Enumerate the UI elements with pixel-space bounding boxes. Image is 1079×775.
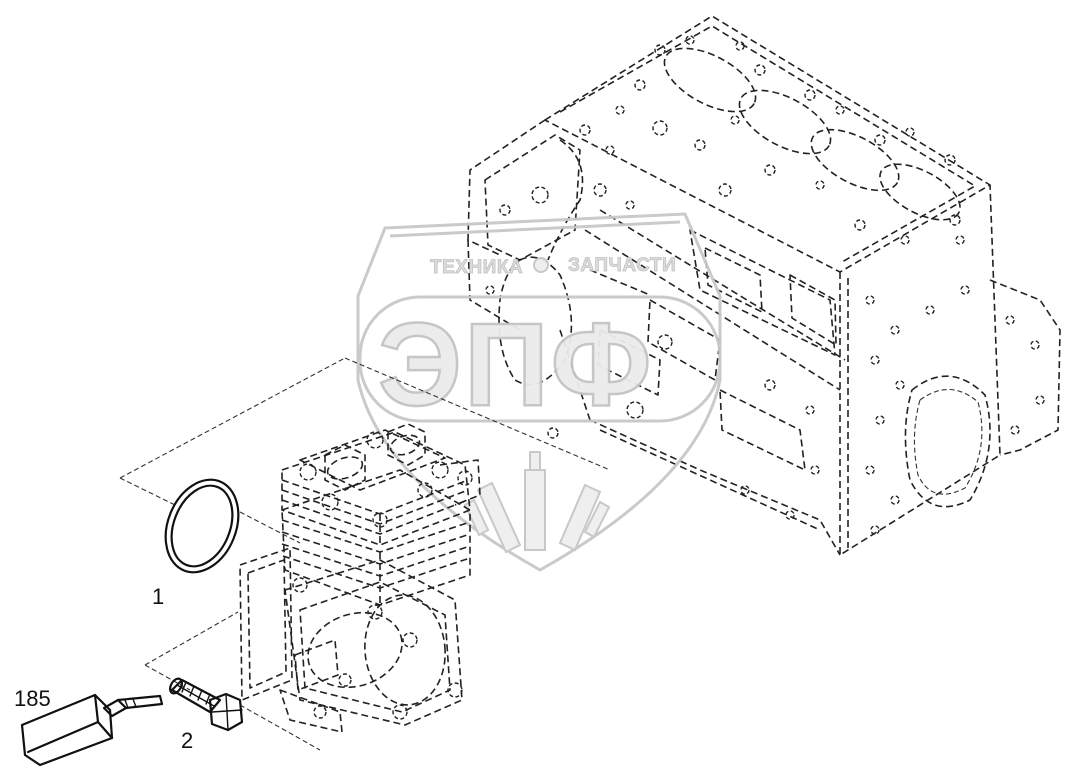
o-ring-part [164,478,240,574]
air-compressor-outline [239,423,481,733]
watermark-text-left: ТЕХНИКА [430,257,523,278]
bolt-part [169,677,244,732]
sealant-tube-part [20,693,164,767]
watermark-text-right: ЗАПЧАСТИ [568,255,676,276]
watermark-logo: ТЕХНИКА ЗАПЧАСТИ ЭПФ [356,212,722,572]
callout-label-sealant: 185 [14,686,51,711]
wheat-emblem-icon [463,451,611,554]
callout-label-bolt: 2 [181,728,193,753]
watermark-logo-text: ЭПФ [378,299,653,431]
engine-block-outline [467,15,1061,556]
callout-label-ring: 1 [152,584,164,609]
gear-icon [533,257,549,273]
